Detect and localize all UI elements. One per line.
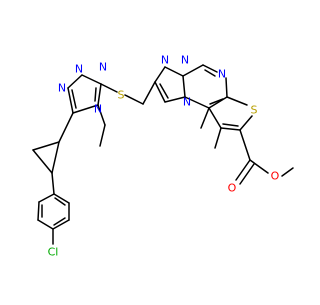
triazole1-nitrogen-b: N — [99, 61, 107, 74]
carbonyl-oxygen-label: O — [228, 182, 237, 195]
thioether-sulfur-label: S — [118, 89, 125, 102]
chemical-structure-diagram: Cl N N N N S N N N N S O O — [32, 54, 294, 259]
thiophene-sulfur-label: S — [251, 104, 258, 117]
triazole2-nitrogen-c: N — [183, 96, 191, 109]
chlorine-atom-label: Cl — [48, 246, 59, 259]
structure-canvas: Cl N N N N S N N N N S O O — [32, 53, 294, 259]
pyrimidine-nitrogen: N — [218, 68, 226, 81]
ester-oxygen-label: O — [271, 170, 280, 183]
triazole2-nitrogen-a: N — [161, 54, 169, 67]
bond-lines — [32, 64, 294, 245]
atom-labels: Cl N N N N S N N N N S O O — [48, 54, 280, 259]
triazole1-nitrogen-a: N — [75, 63, 83, 76]
triazole2-nitrogen-b: N — [181, 54, 189, 67]
triazole1-ethyl-nitrogen: N — [94, 103, 102, 116]
triazole1-nitrogen-c: N — [58, 82, 66, 95]
